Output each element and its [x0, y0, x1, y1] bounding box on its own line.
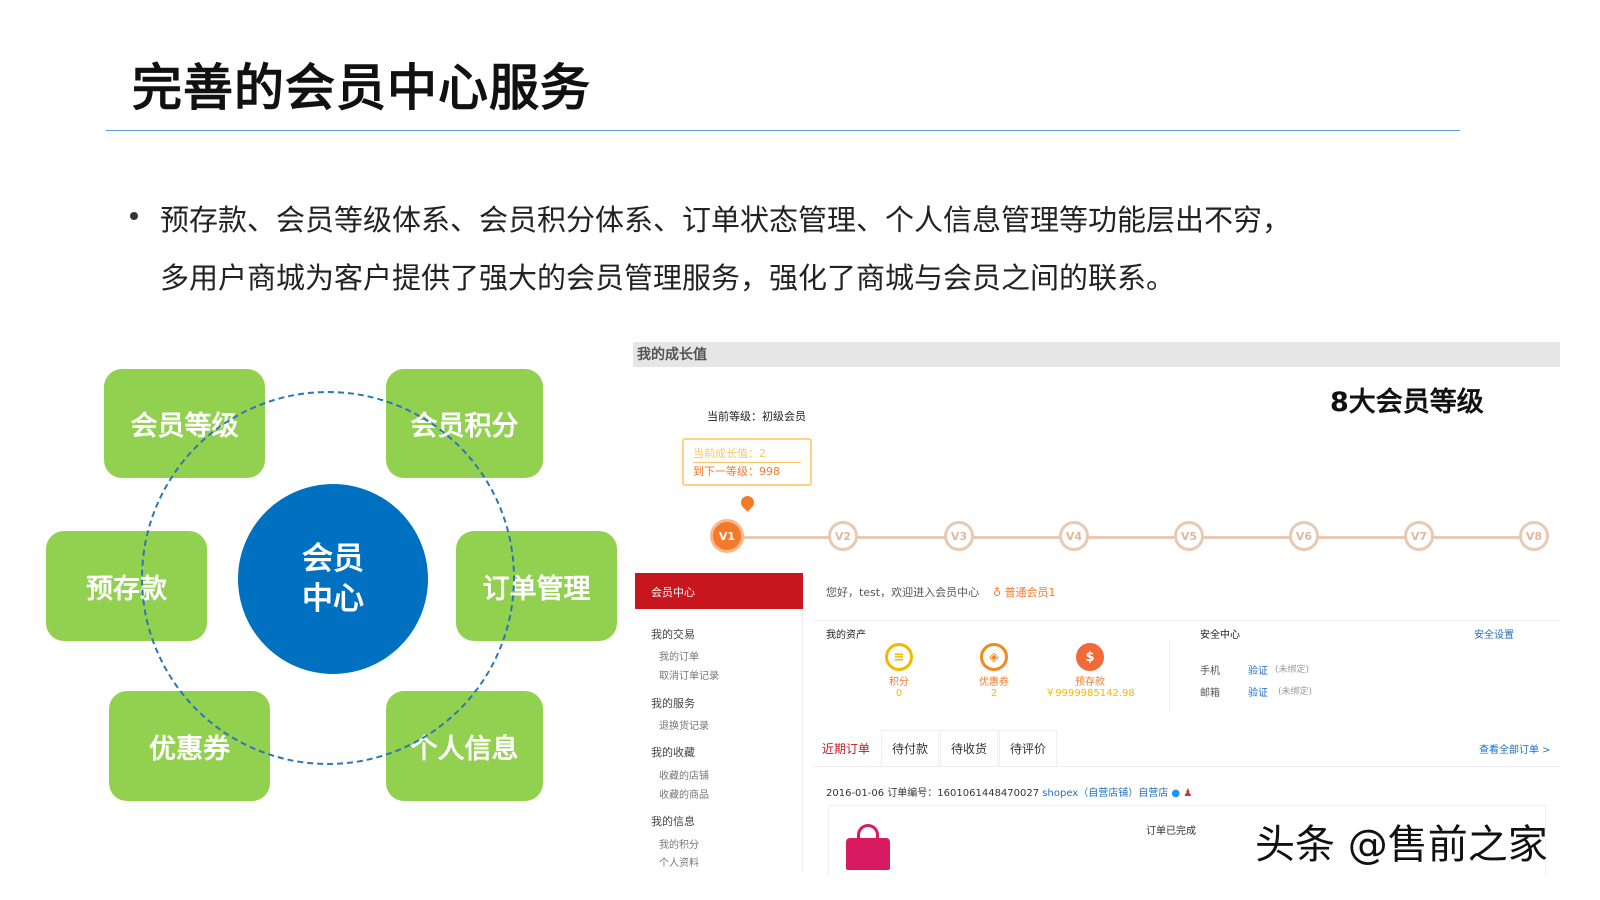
divider [1169, 640, 1170, 712]
security-title: 安全中心 [1200, 630, 1240, 641]
sidebar-item[interactable]: 退换货记录 [659, 721, 709, 732]
level-node: V8 [1519, 521, 1549, 551]
sidebar-item[interactable]: 取消订单记录 [659, 671, 719, 682]
bullet-dot [130, 212, 138, 220]
phone-verify-link[interactable]: 验证 [1248, 666, 1268, 677]
points-icon: ≡ [885, 643, 913, 671]
order-card [828, 805, 1546, 875]
bullet-line-2: 多用户商城为客户提供了强大的会员管理服务，强化了商城与会员之间的联系。 [160, 261, 1176, 295]
asset-label: 优惠券 [979, 677, 1009, 688]
phone-label: 手机 [1200, 666, 1220, 677]
sidebar-item[interactable]: 我的积分 [659, 840, 699, 851]
sidebar-group: 我的服务 [651, 697, 695, 710]
qq-icon[interactable]: ♟ [1183, 788, 1193, 799]
order-number: 订单编号：1601061448470027 [887, 788, 1040, 799]
tab-pending-review[interactable]: 待评价 [999, 730, 1057, 766]
growth-value: 当前成长值：2 [693, 445, 801, 463]
member-sidebar [635, 573, 803, 873]
tab-pending-payment[interactable]: 待付款 [881, 730, 939, 766]
order-status: 订单已完成 [1146, 826, 1196, 837]
email-status: (未绑定) [1278, 687, 1313, 697]
asset-value: ￥9999985142.98 [1045, 688, 1135, 699]
member-badge: ♁ 普通会员1 [993, 584, 1056, 600]
tab-pending-receipt[interactable]: 待收货 [940, 730, 998, 766]
growth-header: 我的成长值 [633, 342, 1560, 367]
level-node: V2 [828, 521, 858, 551]
sidebar-item[interactable]: 个人资料 [659, 858, 699, 869]
title-divider [106, 130, 1460, 131]
level-node: V1 [710, 519, 744, 553]
phone-status: (未绑定) [1275, 665, 1310, 675]
level-node: V6 [1289, 521, 1319, 551]
sidebar-item[interactable]: 收藏的店铺 [659, 771, 709, 782]
assets-title: 我的资产 [826, 630, 866, 641]
divider [812, 620, 1560, 621]
sidebar-group: 我的交易 [651, 628, 695, 641]
email-label: 邮箱 [1200, 688, 1220, 699]
chat-icon[interactable]: ● [1171, 788, 1181, 799]
levels-caption: 8大会员等级 [1330, 387, 1484, 418]
order-shop-link[interactable]: shopex（自营店铺）自营店 [1042, 788, 1169, 799]
medal-icon: ♁ [993, 586, 1002, 599]
welcome-text: 您好，test，欢迎进入会员中心 [826, 586, 980, 599]
bullet-line-1: 预存款、会员等级体系、会员积分体系、订单状态管理、个人信息管理等功能层出不穷， [160, 203, 1292, 237]
page-title: 完善的会员中心服务 [132, 59, 591, 117]
sidebar-item[interactable]: 收藏的商品 [659, 790, 709, 801]
deposit-dollar-icon: $ [1076, 643, 1104, 671]
level-node: V5 [1174, 521, 1204, 551]
growth-box: 当前成长值：2 到下一等级：998 [682, 438, 812, 486]
current-level: 当前等级：初级会员 [707, 410, 806, 423]
level-node: V4 [1059, 521, 1089, 551]
sidebar-group: 我的信息 [651, 815, 695, 828]
location-pin-icon [738, 493, 757, 512]
to-next-level: 到下一等级：998 [693, 465, 780, 478]
sidebar-group: 我的收藏 [651, 746, 695, 759]
coupon-icon: ◈ [980, 643, 1008, 671]
security-settings-link[interactable]: 安全设置 [1474, 630, 1514, 641]
level-node: V3 [944, 521, 974, 551]
asset-value: 0 [895, 688, 903, 699]
box-coupon: 优惠券 [109, 691, 270, 801]
divider [812, 766, 1560, 767]
order-date: 2016-01-06 [826, 788, 885, 799]
email-verify-link[interactable]: 验证 [1248, 688, 1268, 699]
sidebar-title[interactable]: 会员中心 [635, 573, 803, 609]
order-header: 2016-01-06 订单编号：1601061448470027 shopex（… [826, 784, 1192, 799]
handbag-handle [857, 824, 879, 842]
dashed-ring [141, 391, 515, 765]
member-badge-label: 普通会员1 [1004, 586, 1056, 599]
level-track [743, 536, 1537, 539]
tab-recent-orders[interactable]: 近期订单 [812, 730, 880, 766]
asset-value: 2 [990, 688, 998, 699]
asset-label: 积分 [889, 677, 909, 688]
sidebar-item[interactable]: 我的订单 [659, 652, 699, 663]
handbag-product-image[interactable] [846, 838, 890, 870]
view-all-orders-link[interactable]: 查看全部订单 > [1479, 745, 1551, 756]
asset-label: 预存款 [1075, 677, 1105, 688]
watermark: 头条 @售前之家 [1255, 822, 1548, 868]
asset-deposit[interactable]: 预存款￥9999985142.98 [1040, 677, 1140, 699]
level-node: V7 [1404, 521, 1434, 551]
